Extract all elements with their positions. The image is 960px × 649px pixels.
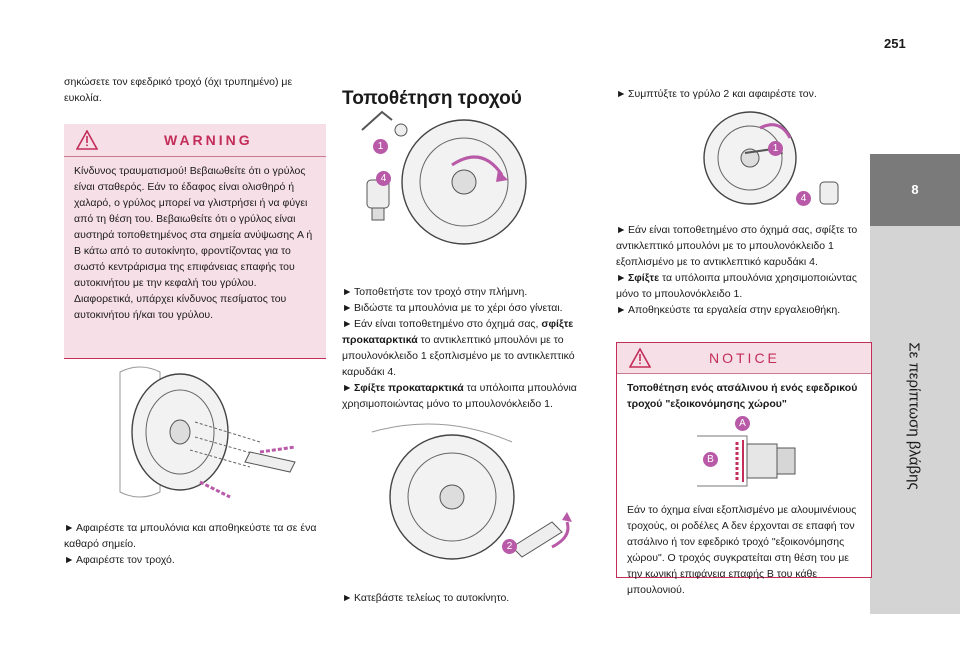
bullet-arrow-icon: ► [616,224,627,236]
col3-steps: ►Εάν είναι τοποθετημένο στο όχημά σας, σ… [616,222,870,318]
warning-triangle-icon [629,348,651,368]
notice-header: NOTICE [617,343,871,374]
step-item: ►Συμπτύξτε το γρύλο 2 και αφαιρέστε τον. [616,86,870,102]
callout-badge-b: B [703,452,718,467]
section-heading: Τοποθέτηση τροχού [342,88,522,109]
bullet-arrow-icon: ► [64,522,75,534]
final-tighten-illustration [703,111,839,205]
notice-heading: Τοποθέτηση ενός ατσάλινου ή ενός εφεδρικ… [627,382,858,410]
step-text: Συμπτύξτε το γρύλο 2 και αφαιρέστε τον. [628,88,817,100]
col2-steps: ►Τοποθετήστε τον τροχό στην πλήμνη. ►Βιδ… [342,284,598,412]
step-item: ►Βιδώστε τα μπουλόνια με το χέρι όσο γίν… [342,300,598,316]
callout-1: 1 [373,138,393,154]
notice-title: NOTICE [709,350,780,366]
bolt-illustration-area: A B [617,412,871,502]
callout-2: 2 [502,538,522,554]
warning-header: WARNING [64,124,326,157]
chapter-title: Σε περίπτωση βλάβης [905,342,923,490]
step-item: ►Σφίξτε προκαταρκτικά τα υπόλοιπα μπουλό… [342,380,598,412]
step-text: Τοποθετήστε τον τροχό στην πλήμνη. [354,286,528,298]
step-text: Αφαιρέστε τα μπουλόνια και αποθηκεύστε τ… [64,522,317,550]
lower-car-illustration [371,423,572,560]
bolt-washer-illustration [697,435,796,487]
step-item: ►Εάν είναι τοποθετημένο στο όχημά σας, σ… [342,316,598,380]
warning-title: WARNING [164,132,253,148]
callout-1: 1 [768,140,788,156]
notice-text: Εάν το όχημα είναι εξοπλισμένο με αλουμι… [627,504,857,596]
bullet-arrow-icon: ► [342,318,353,330]
warning-triangle-icon [76,130,98,150]
step-text: Αποθηκεύστε τα εργαλεία στην εργαλειοθήκ… [628,304,841,316]
page-number: 251 [884,36,906,51]
bullet-arrow-icon: ► [342,592,353,604]
callout-4: 4 [376,170,396,186]
warning-text: Κίνδυνος τραυματισμού! Βεβαιωθείτε ότι ο… [74,165,313,321]
step-text: Κατεβάστε τελείως το αυτοκίνητο. [354,592,510,604]
step-emphasis: Σφίξτε [628,272,660,284]
step-emphasis: σφίξτε προκαταρκτικά [342,318,574,346]
bullet-arrow-icon: ► [342,302,353,314]
warning-box: WARNING Κίνδυνος τραυματισμού! Βεβαιωθεί… [64,124,326,358]
step-text: τα υπόλοιπα μπουλόνια χρησιμοποιώντας μό… [616,272,857,300]
step-text: Αφαιρέστε τον τροχό. [76,554,175,566]
step-item: ►Αποθηκεύστε τα εργαλεία στην εργαλειοθή… [616,302,870,318]
step-text: τα υπόλοιπα μπουλόνια χρησιμοποιώντας μό… [342,382,577,410]
step-item: ►Σφίξτε τα υπόλοιπα μπουλόνια χρησιμοποι… [616,270,870,302]
chapter-number: 8 [870,154,960,226]
step-text: το αντικλεπτικό μπουλόνι με το μπουλονόκ… [342,334,575,378]
callout-badge: 1 [768,141,783,156]
bullet-arrow-icon: ► [342,286,353,298]
chapter-tab: 8 Σε περίπτωση βλάβης [870,154,960,614]
intro-text: σηκώσετε τον εφεδρικό τροχό (όχι τρυπημέ… [64,74,326,106]
callout-badge-a: A [735,416,750,431]
bullet-arrow-icon: ► [616,272,627,284]
wheel-removal-illustration [119,366,296,499]
callout-badge: 4 [796,191,811,206]
callout-badge: 2 [502,539,517,554]
callout-4: 4 [796,190,816,206]
divider [64,358,326,359]
callout-badge: 1 [373,139,388,154]
notice-box: NOTICE Τοποθέτηση ενός ατσάλινου ή ενός … [616,342,872,596]
bullet-arrow-icon: ► [616,88,627,100]
step-text: Βιδώστε τα μπουλόνια με το χέρι όσο γίνε… [354,302,563,314]
step-text: Εάν είναι τοποθετημένο στο όχημά σας, σφ… [616,224,858,268]
step-text: Εάν είναι τοποθετημένο στο όχημά σας, [354,318,542,330]
step-item: ►Κατεβάστε τελείως το αυτοκίνητο. [342,590,598,606]
step-item: ►Αφαιρέστε τα μπουλόνια και αποθηκεύστε … [64,520,326,552]
callout-badge: 4 [376,171,391,186]
step-item: ►Εάν είναι τοποθετημένο στο όχημά σας, σ… [616,222,870,270]
bullet-arrow-icon: ► [616,304,627,316]
step-item: ►Αφαιρέστε τον τροχό. [64,552,326,568]
step-item: ►Τοποθετήστε τον τροχό στην πλήμνη. [342,284,598,300]
wheel-fitting-illustration [361,110,527,245]
bullet-arrow-icon: ► [342,382,353,394]
col3-first-step: ►Συμπτύξτε το γρύλο 2 και αφαιρέστε τον. [616,86,870,102]
step-emphasis: Σφίξτε προκαταρκτικά [354,382,464,394]
bullet-arrow-icon: ► [64,554,75,566]
col2-last-step: ►Κατεβάστε τελείως το αυτοκίνητο. [342,590,598,606]
intro-paragraph: σηκώσετε τον εφεδρικό τροχό (όχι τρυπημέ… [64,76,293,104]
col1-steps: ►Αφαιρέστε τα μπουλόνια και αποθηκεύστε … [64,520,326,568]
